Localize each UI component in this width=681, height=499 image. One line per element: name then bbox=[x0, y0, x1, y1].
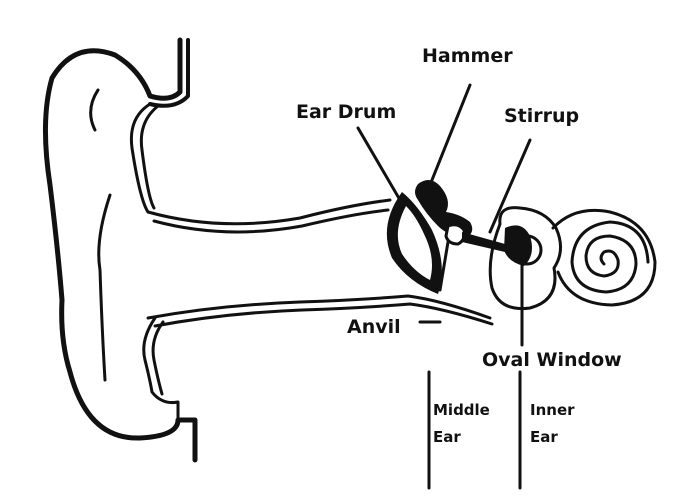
outer-ear bbox=[45, 40, 195, 460]
anvil-label: Anvil bbox=[347, 316, 401, 338]
inner-ear-label-line2: Ear bbox=[530, 428, 558, 446]
hammer-label: Hammer bbox=[422, 45, 513, 67]
inner-ear-label-line1: Inner bbox=[530, 401, 575, 419]
middle-ear-label-line1: Middle bbox=[433, 401, 490, 419]
stirrup-pointer bbox=[490, 140, 530, 232]
anvil-bone bbox=[440, 225, 464, 290]
ear-drum-label: Ear Drum bbox=[296, 101, 396, 123]
middle-ear-label-line2: Ear bbox=[433, 428, 461, 446]
stirrup-label: Stirrup bbox=[504, 105, 579, 127]
hammer-pointer bbox=[428, 85, 470, 190]
ear-drum-pointer bbox=[358, 128, 400, 200]
cochlea-spiral bbox=[572, 222, 648, 292]
oval-window-label: Oval Window bbox=[482, 349, 622, 371]
